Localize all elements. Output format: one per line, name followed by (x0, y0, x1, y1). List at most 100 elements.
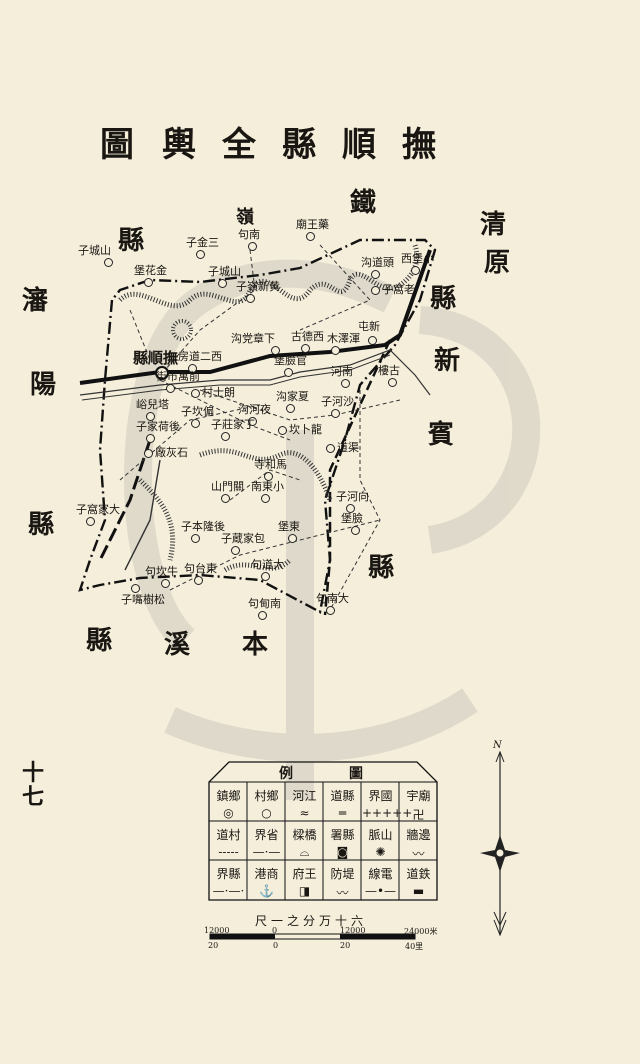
title-char: 輿 (162, 125, 196, 165)
place-label: 西德古 (291, 330, 324, 343)
place-marker (221, 494, 230, 503)
place-label: 包家蔵子 (221, 532, 265, 545)
legend-item: 縣界—·—· (210, 861, 247, 900)
place-marker (246, 294, 255, 303)
title-char: 圖 (100, 125, 134, 165)
legend-item: 縣署◙ (324, 822, 361, 861)
legend-item: 縣道 ═ (324, 783, 361, 822)
place-marker (331, 409, 340, 418)
place-marker (104, 258, 113, 267)
legend-symbol-icon: ⌓ (299, 845, 310, 859)
place-marker (261, 494, 270, 503)
legend-item: 堤防〰 (324, 861, 361, 900)
place-marker (351, 526, 360, 535)
place-label: 黄新嶺子 (236, 280, 280, 293)
place-marker (306, 232, 315, 241)
legend-item: 鄉村○ (248, 783, 285, 822)
legend-title: 例 (279, 766, 293, 782)
legend-item: 電線 —•— (362, 861, 399, 900)
place-marker (188, 364, 197, 373)
legend-item-label: 江河 (292, 789, 317, 803)
legend-item: 王府◨ (286, 861, 323, 900)
place-marker (231, 546, 240, 555)
place-label: 三金子 (186, 236, 219, 249)
place-marker (346, 504, 355, 513)
legend-item-label: 商港 (254, 867, 279, 881)
place-label: 東堡 (278, 520, 300, 533)
place-label: 丁家莊子 (211, 418, 255, 431)
place-marker (278, 426, 287, 435)
legend-title: 圖 (349, 766, 363, 782)
place-label: 渠道 (337, 441, 359, 454)
mountain-ranges (118, 244, 420, 573)
page-number: 十 (22, 760, 45, 786)
legend-symbol-icon: ✺ (375, 845, 386, 859)
place-marker (326, 606, 335, 615)
county-seat-label: 撫順縣 (133, 349, 179, 367)
compass-rose (480, 750, 520, 937)
place-marker (411, 266, 420, 275)
roads (119, 244, 401, 611)
neighbor-qingyuan: 縣 (430, 284, 457, 314)
legend-item-label: 橋樑 (292, 828, 317, 842)
place-marker (331, 346, 340, 355)
place-label: 塔兒峪 (136, 398, 169, 411)
place-marker (191, 389, 200, 398)
place-marker (166, 384, 175, 393)
place-marker (221, 432, 230, 441)
neighbor-xinbin: 縣 (368, 553, 395, 583)
legend: 圖 例 鄉鎮◎鄉村○江河≈縣道═國界+++++廟宇卍村道-----省界—·—橋樑… (207, 760, 439, 902)
scale-tick: 40里 (405, 942, 424, 951)
legend-item-label: 鄉鎮 (216, 789, 241, 803)
place-label: 新屯 (358, 320, 380, 333)
legend-symbol-icon: ◎ (223, 806, 234, 820)
legend-symbol-icon: —•— (364, 884, 397, 898)
legend-symbol-icon: 〰 (336, 886, 349, 900)
neighbor-shenyang: 縣 (28, 510, 55, 540)
scale-tick: 0 (273, 941, 279, 950)
legend-symbol-icon: ----- (218, 845, 239, 859)
scale-tick: 12000 (204, 926, 230, 935)
place-marker (131, 584, 140, 593)
scale-text: 六十万分之一尺 (255, 914, 368, 928)
legend-frame (208, 761, 438, 901)
place-label: 前萬市街 (156, 370, 200, 383)
county-boundary (78, 238, 437, 614)
place-marker (368, 336, 377, 345)
place-label: 夏家沟 (276, 390, 309, 403)
scale-tick: 0 (272, 926, 278, 935)
place-marker (326, 444, 335, 453)
place-label: 金花堡 (134, 264, 167, 277)
neighbor-xinbin: 賓 (428, 420, 455, 450)
legend-symbol-icon: ═ (338, 806, 347, 820)
legend-item: 鄉鎮 ◎ (210, 783, 247, 822)
legend-item-label: 鉄道 (406, 867, 431, 881)
neighbor-tieling: 縣 (118, 226, 145, 256)
place-marker (146, 434, 155, 443)
neighbor-benxi: 縣 (86, 626, 113, 656)
scale-tick: 20 (340, 941, 351, 950)
legend-item: 山脈✺ (362, 822, 399, 861)
legend-symbol-icon: —·— (252, 845, 281, 859)
place-label: 古樓 (378, 364, 400, 377)
legend-item-label: 縣道 (330, 789, 355, 803)
county-seat-marker (155, 366, 169, 380)
place-label: 南甸句 (248, 597, 281, 610)
title-char: 順 (342, 125, 376, 165)
place-label: 夜河沟 (238, 403, 271, 416)
place-label: 山城子 (208, 265, 241, 278)
legend-symbol-icon: ≈ (299, 806, 310, 820)
place-label: 小東南 (251, 480, 284, 493)
place-label: 山城子 (78, 244, 111, 257)
legend-item: 廟宇卍 (400, 783, 437, 822)
legend-item-label: 縣界 (216, 867, 241, 881)
place-marker (258, 611, 267, 620)
place-marker (301, 344, 310, 353)
place-marker (86, 517, 95, 526)
neighbor-qingyuan: 原 (484, 248, 511, 278)
title-char: 撫 (402, 125, 436, 165)
legend-item-label: 電線 (368, 867, 393, 881)
place-marker (284, 368, 293, 377)
legend-symbol-icon: 卍 (412, 808, 425, 822)
